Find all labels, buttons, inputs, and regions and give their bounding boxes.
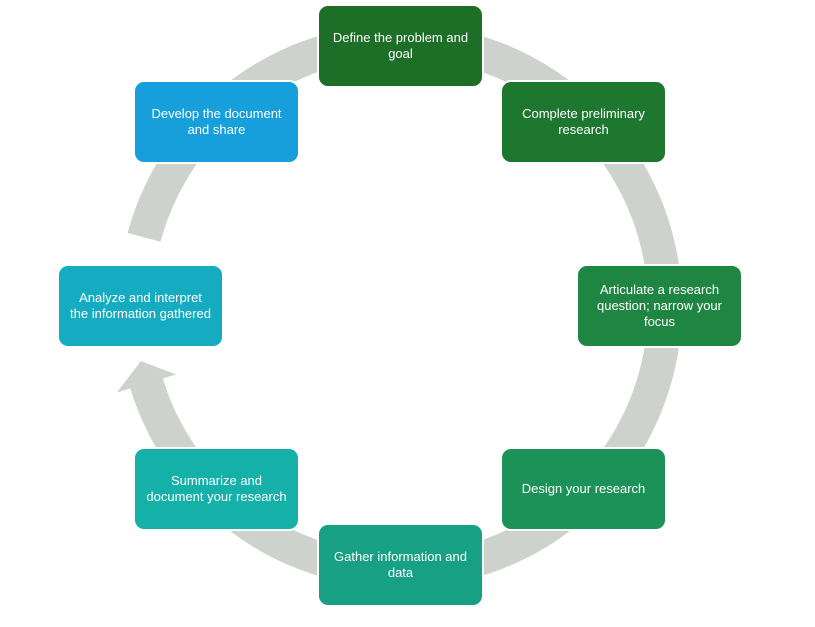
step-research-question: Articulate a research question; narrow y… <box>578 266 741 346</box>
step-define-problem: Define the problem and goal <box>319 6 482 86</box>
step-analyze-interpret: Analyze and interpret the information ga… <box>59 266 222 346</box>
step-preliminary-research: Complete preliminary research <box>502 82 665 162</box>
step-develop-share: Develop the document and share <box>135 82 298 162</box>
step-design-research: Design your research <box>502 449 665 529</box>
step-summarize-document: Summarize and document your research <box>135 449 298 529</box>
step-gather-information: Gather information and data <box>319 525 482 605</box>
